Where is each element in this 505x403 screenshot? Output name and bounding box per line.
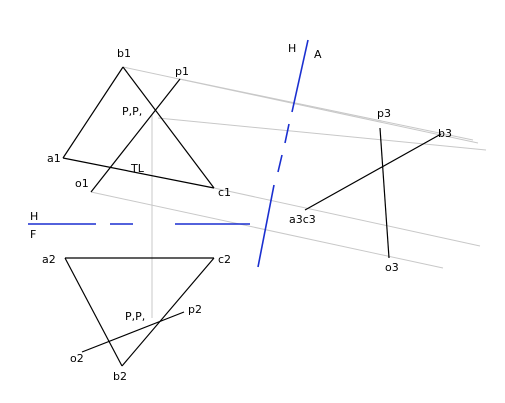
projector-c1 — [213, 187, 481, 247]
label-a-fold2: A — [314, 48, 322, 61]
projection-lines — [90, 66, 487, 318]
label-h-fold1: H — [30, 210, 38, 223]
fold-line-ha-bottom — [257, 184, 275, 268]
fold-line-ha-dash1 — [284, 123, 290, 144]
label-pp-top: P,P, — [122, 105, 142, 118]
label-o1: o1 — [75, 177, 89, 190]
label-a1: a1 — [47, 152, 61, 165]
label-p2: p2 — [188, 303, 202, 316]
label-b3: b3 — [438, 127, 452, 140]
label-b1: b1 — [117, 47, 131, 60]
label-p3: p3 — [377, 107, 391, 120]
edge-a1-b1 — [62, 66, 124, 159]
label-f-fold1: F — [30, 228, 36, 241]
label-tl: TL — [130, 162, 145, 175]
edge-b1-c1 — [122, 66, 215, 189]
top-view — [62, 66, 215, 193]
projector-o1 — [90, 191, 444, 269]
line-p3-o3 — [379, 127, 390, 259]
labels: b1 p1 P,P, a1 TL o1 c1 H F H A p3 b3 a3c… — [30, 42, 452, 383]
label-c2: c2 — [218, 253, 231, 266]
edge-a1-c1-true-length — [62, 157, 215, 189]
fold-line-ha-top — [291, 39, 309, 113]
edge-c2-b2 — [121, 257, 215, 367]
label-o2: o2 — [70, 352, 84, 365]
label-pp-bottom: P,P, — [125, 310, 145, 323]
fold-line-ha-dash2 — [277, 154, 283, 173]
label-c1: c1 — [218, 186, 231, 199]
fold-lines — [28, 39, 309, 268]
label-h-fold2: H — [288, 42, 296, 55]
label-a2: a2 — [42, 253, 56, 266]
front-view — [64, 257, 215, 367]
edge-a2-b2 — [64, 257, 123, 367]
label-o3: o3 — [385, 261, 399, 274]
projector-p1 — [179, 78, 474, 141]
label-p1: p1 — [175, 65, 189, 78]
auxiliary-view — [304, 127, 442, 259]
label-a3c3: a3c3 — [289, 213, 316, 226]
line-o2-p2 — [81, 311, 185, 353]
projector-pp — [157, 117, 487, 151]
edge-view-a3c3-b3 — [304, 133, 442, 211]
line-o1-p1 — [90, 78, 181, 193]
label-b2: b2 — [113, 370, 127, 383]
